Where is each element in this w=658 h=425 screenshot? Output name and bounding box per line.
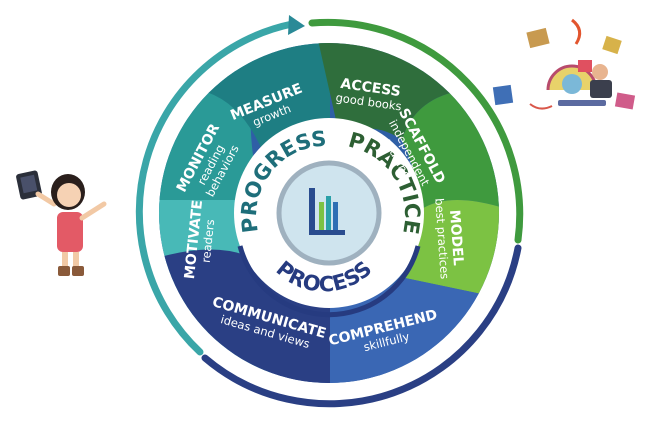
outer-cycle-ring — [135, 15, 524, 408]
girl-holding-tablet-illustration — [16, 170, 107, 276]
segment-model: MODEL best practices — [432, 198, 466, 280]
outer-ring-arc-blue — [201, 244, 522, 408]
inner-divider-blue — [237, 245, 421, 318]
outer-ring-arc-green — [308, 18, 524, 244]
outer-ring-arrowhead — [288, 15, 305, 35]
bookshelf-logo-icon — [309, 188, 345, 235]
segment-subtitle: readers — [199, 219, 217, 264]
boy-reading-laptop-illustration — [492, 18, 636, 110]
segment-subtitle: best practices — [432, 198, 452, 280]
segment-bg-model — [405, 200, 499, 300]
segment-title: MODEL — [446, 209, 466, 266]
outer-ring-arc-teal — [135, 20, 296, 356]
